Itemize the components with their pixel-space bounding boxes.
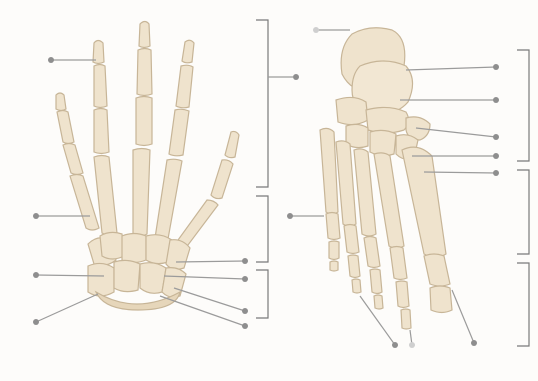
- marker-dot: [242, 323, 248, 329]
- index-finger-bones: [155, 40, 194, 240]
- bracket-foot-lower: [517, 263, 529, 346]
- marker-dot: [33, 272, 39, 278]
- leader-line-hand-4: [36, 294, 98, 322]
- leader-line-hand-8: [160, 296, 245, 326]
- bracket-foot-upper: [517, 50, 529, 161]
- marker-dot: [242, 308, 248, 314]
- foot-brackets: [517, 50, 529, 346]
- metacarpal-2: [155, 159, 182, 240]
- foot-skeleton: [320, 28, 452, 329]
- middle-finger-bones: [133, 22, 152, 237]
- marker-dot: [48, 57, 54, 63]
- marker-dot: [242, 276, 248, 282]
- ring-finger-bones: [93, 41, 117, 236]
- marker-dot: [33, 213, 39, 219]
- leader-line-foot-10: [452, 290, 474, 343]
- bracket-foot-middle: [517, 170, 529, 254]
- bracket-hand-upper: [256, 20, 268, 187]
- metacarpal-1: [178, 200, 218, 245]
- thumb-bones: [178, 131, 239, 245]
- metatarsal-1: [402, 147, 446, 257]
- metacarpal-3: [133, 149, 150, 237]
- bracket-hand-middle: [256, 196, 268, 262]
- marker-dot: [33, 319, 39, 325]
- bracket-hand-lower: [256, 270, 268, 318]
- carpal-bones: [88, 232, 190, 310]
- leader-line-hand-7: [174, 288, 245, 311]
- pinky-finger-bones: [56, 93, 99, 230]
- leader-line-foot-2: [406, 67, 496, 70]
- hand-brackets: [256, 20, 299, 318]
- marker-dot: [242, 258, 248, 264]
- metacarpal-5: [70, 175, 99, 231]
- hand-skeleton: [56, 22, 239, 311]
